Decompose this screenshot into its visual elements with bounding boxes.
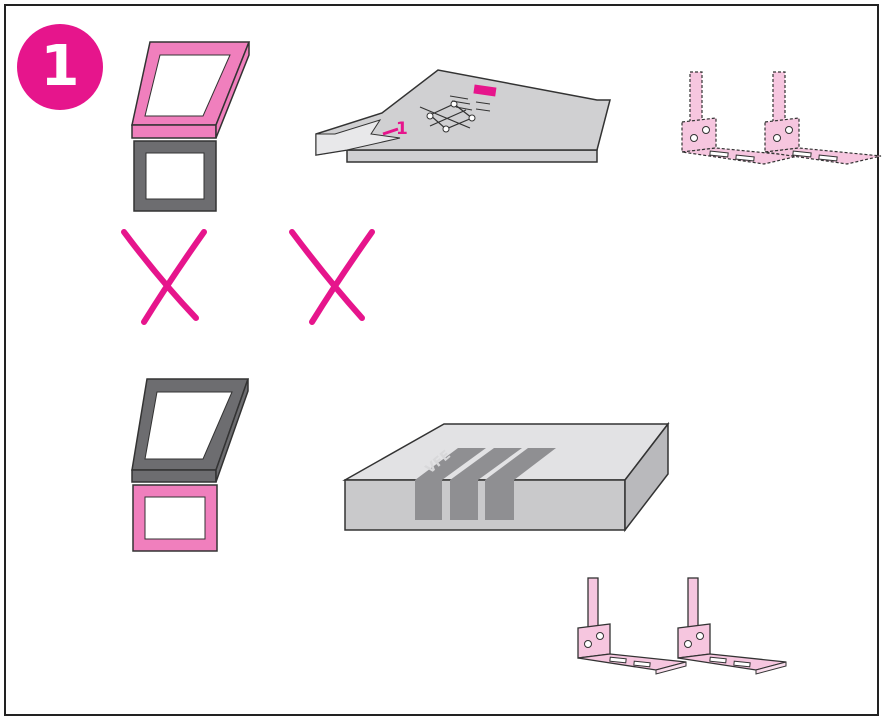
diagram-border [4,4,879,716]
angle-stand-bracket-pair-icon [681,71,882,165]
step-number-badge: 1 [17,24,103,110]
angle-stand-bracket-pair-icon [577,577,787,675]
gray-frame-base-icon [133,140,217,212]
pink-frame-base-icon [132,484,218,552]
pink-frame-tray-icon [131,41,251,139]
gray-frame-tray-icon [131,378,250,483]
packaged-box-icon: VFE [342,421,670,533]
step-number: 1 [40,34,80,99]
vesa-mounting-plate-icon: 1 [315,69,611,163]
plate-number-label: 1 [396,119,408,139]
x-mark-icon [289,229,375,325]
x-mark-icon [121,229,207,325]
